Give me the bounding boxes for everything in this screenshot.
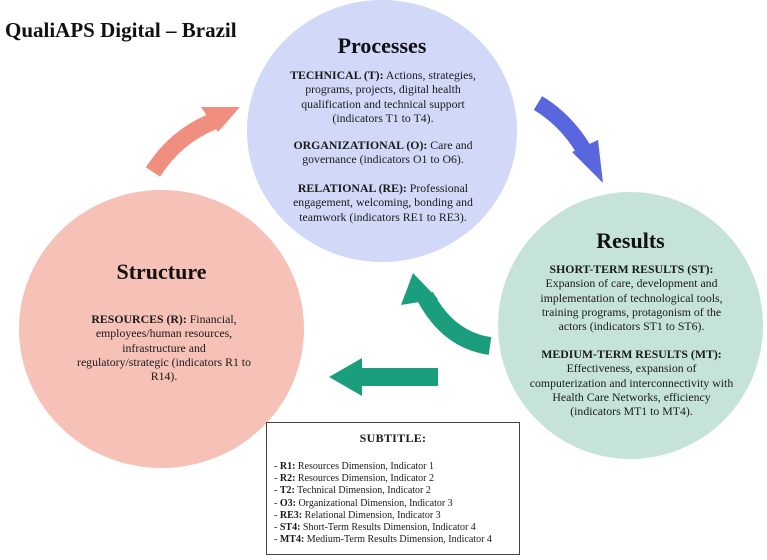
relational-label: RELATIONAL (RE): [297, 181, 407, 195]
organizational-block: ORGANIZATIONAL (O): Care and governance … [285, 138, 481, 167]
resources-label: RESOURCES (R): [91, 312, 187, 326]
short-term-text: Expansion of care, development and imple… [540, 276, 723, 334]
legend-item: - RE3: Relational Dimension, Indicator 3 [274, 509, 441, 521]
processes-circle: Processes TECHNICAL (T): Actions, strate… [247, 0, 517, 262]
arrow-processes-to-results [533, 96, 603, 183]
results-title: Results [596, 228, 665, 253]
organizational-label: ORGANIZATIONAL (O): [293, 138, 428, 152]
legend-code: O3: [279, 497, 296, 509]
legend-item: - ST4: Short-Term Results Dimension, Ind… [274, 522, 476, 534]
legend-text: Short-Term Results Dimension, Indicator … [300, 522, 476, 534]
arrow-structure-to-processes [145, 107, 240, 177]
legend-title: SUBTITLE: [359, 431, 427, 445]
legend-text: Resources Dimension, Indicator 2 [295, 473, 434, 485]
arrow-to-structure [329, 358, 438, 396]
legend-code: ST4: [279, 522, 301, 534]
medium-term-block: MEDIUM-TERM RESULTS (MT): Effectiveness,… [528, 347, 735, 418]
legend-item: - O3: Organizational Dimension, Indicato… [274, 497, 453, 509]
resources-text: Financial, employees/human resources, in… [77, 312, 251, 384]
legend-item: - R1: Resources Dimension, Indicator 1 [274, 461, 434, 472]
legend-item: - T2: Technical Dimension, Indicator 2 [274, 485, 431, 497]
page-title: QualiAPS Digital – Brazil [5, 18, 237, 42]
short-term-label: SHORT-TERM RESULTS (ST): [549, 262, 714, 276]
relational-text: Professional engagement, welcoming, bond… [293, 181, 473, 224]
legend-code: MT4: [279, 534, 305, 546]
legend-list: - R1: Resources Dimension, Indicator 1 -… [274, 461, 492, 546]
structure-circle: Structure RESOURCES (R): Financial, empl… [19, 190, 304, 468]
legend-box: SUBTITLE: - R1: Resources Dimension, Ind… [266, 422, 520, 555]
legend-text: Technical Dimension, Indicator 2 [294, 485, 431, 497]
legend-code: R2: [279, 473, 296, 485]
legend-text: Resources Dimension, Indicator 1 [295, 461, 434, 472]
legend-text: Relational Dimension, Indicator 3 [302, 509, 441, 521]
resources-block: RESOURCES (R): Financial, employees/huma… [77, 312, 251, 383]
structure-title: Structure [116, 259, 207, 284]
legend-code: RE3: [279, 509, 303, 521]
legend-code: R1: [279, 461, 296, 472]
medium-term-text: Effectiveness, expansion of computerizat… [529, 361, 734, 419]
medium-term-label: MEDIUM-TERM RESULTS (MT): [541, 347, 722, 361]
processes-title: Processes [337, 33, 427, 58]
legend-item: - R2: Resources Dimension, Indicator 2 [274, 473, 434, 485]
legend-item: - MT4: Medium-Term Results Dimension, In… [274, 534, 492, 546]
legend-code: T2: [279, 485, 295, 497]
relational-block: RELATIONAL (RE): Professional engagement… [279, 181, 487, 224]
technical-block: TECHNICAL (T): Actions, strategies, prog… [281, 68, 485, 125]
technical-text: Actions, strategies, programs, projects,… [301, 68, 476, 125]
arrow-results-to-processes [401, 273, 492, 355]
results-circle: Results SHORT-TERM RESULTS (ST): Expansi… [498, 192, 763, 459]
legend-text: Medium-Term Results Dimension, Indicator… [304, 534, 492, 546]
short-term-block: SHORT-TERM RESULTS (ST): Expansion of ca… [530, 262, 733, 333]
legend-text: Organizational Dimension, Indicator 3 [295, 497, 453, 509]
technical-label: TECHNICAL (T): [290, 68, 384, 82]
organizational-text: Care and governance (indicators O1 to O6… [302, 138, 473, 167]
